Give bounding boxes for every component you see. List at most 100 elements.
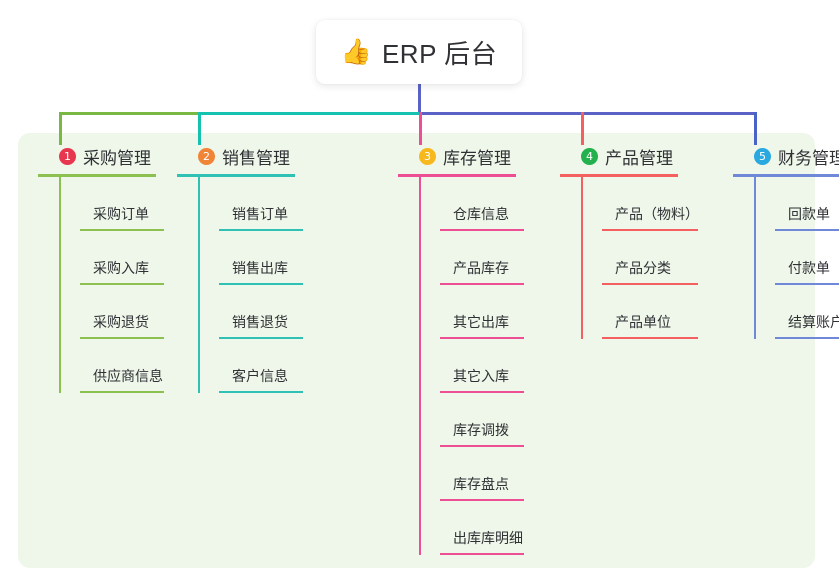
column-badge-purchase: 1	[59, 147, 76, 165]
leaf-node-rule	[440, 229, 524, 231]
leaf-node[interactable]: 结算账户	[775, 285, 839, 339]
leaf-node-label: 产品分类	[615, 260, 671, 276]
leaf-node[interactable]: 产品单位	[602, 285, 699, 339]
leaf-node-label: 采购退货	[93, 314, 149, 330]
leaf-node-label: 仓库信息	[453, 206, 509, 222]
column-header-product[interactable]: 4 产品管理	[560, 143, 699, 169]
leaf-node-label: 库存调拨	[453, 422, 509, 438]
column-title-purchase: 采购管理	[83, 148, 151, 168]
column-trunk-sales	[198, 177, 200, 393]
leaf-node-rule	[219, 337, 303, 339]
leaf-node-label: 出库库明细	[453, 530, 523, 546]
leaf-node[interactable]: 出库库明细	[440, 501, 524, 555]
drop-connector-purchase	[59, 112, 62, 145]
leaf-node-rule	[440, 391, 524, 393]
column-body-inventory: 仓库信息产品库存其它出库其它入库库存调拨库存盘点出库库明细	[398, 177, 524, 555]
leaf-node[interactable]: 库存调拨	[440, 393, 524, 447]
leaf-node[interactable]: 供应商信息	[80, 339, 164, 393]
leaf-node[interactable]: 其它入库	[440, 339, 524, 393]
leaf-node-label: 其它入库	[453, 368, 509, 384]
leaf-node-label: 付款单	[788, 260, 830, 276]
leaf-node-rule	[775, 337, 839, 339]
column-title-product: 产品管理	[605, 148, 673, 168]
column-header-purchase[interactable]: 1 采购管理	[38, 143, 164, 169]
root-node-card[interactable]: 👍 ERP 后台	[316, 20, 522, 84]
drop-connector-finance	[754, 112, 757, 145]
column-header-finance[interactable]: 5 财务管理	[733, 143, 839, 169]
leaf-node-rule	[440, 445, 524, 447]
drop-connector-sales	[198, 112, 201, 145]
leaf-node-label: 产品单位	[615, 314, 671, 330]
column-rule-inventory	[398, 174, 516, 177]
leaf-node[interactable]: 采购退货	[80, 285, 164, 339]
column-title-inventory: 库存管理	[443, 148, 511, 168]
leaf-node-rule	[440, 499, 524, 501]
leaf-node-label: 客户信息	[232, 368, 288, 384]
column-product: 4 产品管理产品（物料） 产品分类产品单位	[560, 143, 699, 339]
leaf-node-label: 采购订单	[93, 206, 149, 222]
column-trunk-finance	[754, 177, 756, 339]
leaf-node[interactable]: 销售退货	[219, 285, 303, 339]
leaf-node[interactable]: 仓库信息	[440, 177, 524, 231]
leaf-node-rule	[80, 283, 164, 285]
column-body-purchase: 采购订单采购入库采购退货供应商信息	[38, 177, 164, 393]
thumbs-up-icon: 👍	[340, 37, 372, 66]
leaf-node-rule	[219, 391, 303, 393]
root-stem-connector	[418, 84, 421, 114]
leaf-node[interactable]: 其它出库	[440, 285, 524, 339]
leaf-node-rule	[440, 283, 524, 285]
leaf-node-rule	[219, 283, 303, 285]
leaf-node-rule	[80, 391, 164, 393]
column-body-product: 产品（物料） 产品分类产品单位	[560, 177, 699, 339]
column-badge-sales: 2	[198, 147, 215, 165]
leaf-node-rule	[440, 337, 524, 339]
column-sales: 2 销售管理销售订单销售出库销售退货客户信息	[177, 143, 303, 393]
leaf-node-rule	[602, 337, 698, 339]
bus-segment-purple	[419, 112, 757, 115]
column-title-finance: 财务管理	[778, 148, 839, 168]
column-trunk-inventory	[419, 177, 421, 555]
leaf-node-rule	[602, 283, 698, 285]
leaf-node[interactable]: 销售出库	[219, 231, 303, 285]
drop-connector-product	[581, 112, 584, 145]
leaf-node-label: 销售订单	[232, 206, 288, 222]
column-finance: 5 财务管理回款单付款单结算账户	[733, 143, 839, 339]
leaf-node[interactable]: 产品库存	[440, 231, 524, 285]
diagram-panel	[18, 133, 815, 568]
leaf-node-label: 结算账户	[788, 314, 839, 330]
drop-connector-inventory	[419, 112, 422, 145]
leaf-node[interactable]: 产品分类	[602, 231, 699, 285]
column-rule-finance	[733, 174, 839, 177]
leaf-node-rule	[219, 229, 303, 231]
leaf-node-rule	[80, 229, 164, 231]
leaf-node-rule	[775, 229, 839, 231]
leaf-node[interactable]: 产品（物料）	[602, 177, 699, 231]
leaf-node[interactable]: 回款单	[775, 177, 839, 231]
column-header-sales[interactable]: 2 销售管理	[177, 143, 303, 169]
bus-segment-teal	[198, 112, 420, 115]
column-title-sales: 销售管理	[222, 148, 290, 168]
leaf-node[interactable]: 库存盘点	[440, 447, 524, 501]
leaf-node[interactable]: 付款单	[775, 231, 839, 285]
leaf-node-label: 供应商信息	[93, 368, 163, 384]
root-node-title: ERP 后台	[381, 38, 498, 69]
leaf-node[interactable]: 采购入库	[80, 231, 164, 285]
leaf-node-label: 库存盘点	[453, 476, 509, 492]
leaf-node-label: 产品（物料）	[615, 206, 699, 222]
column-rule-purchase	[38, 174, 156, 177]
column-badge-product: 4	[581, 147, 598, 165]
leaf-node-rule	[440, 553, 524, 555]
leaf-node[interactable]: 采购订单	[80, 177, 164, 231]
leaf-node-rule	[775, 283, 839, 285]
bus-segment-green	[59, 112, 199, 115]
leaf-node-label: 销售退货	[232, 314, 288, 330]
column-badge-finance: 5	[754, 147, 771, 165]
column-rule-product	[560, 174, 678, 177]
column-purchase: 1 采购管理采购订单采购入库采购退货供应商信息	[38, 143, 164, 393]
leaf-node-label: 采购入库	[93, 260, 149, 276]
leaf-node[interactable]: 客户信息	[219, 339, 303, 393]
leaf-node-label: 其它出库	[453, 314, 509, 330]
leaf-node[interactable]: 销售订单	[219, 177, 303, 231]
